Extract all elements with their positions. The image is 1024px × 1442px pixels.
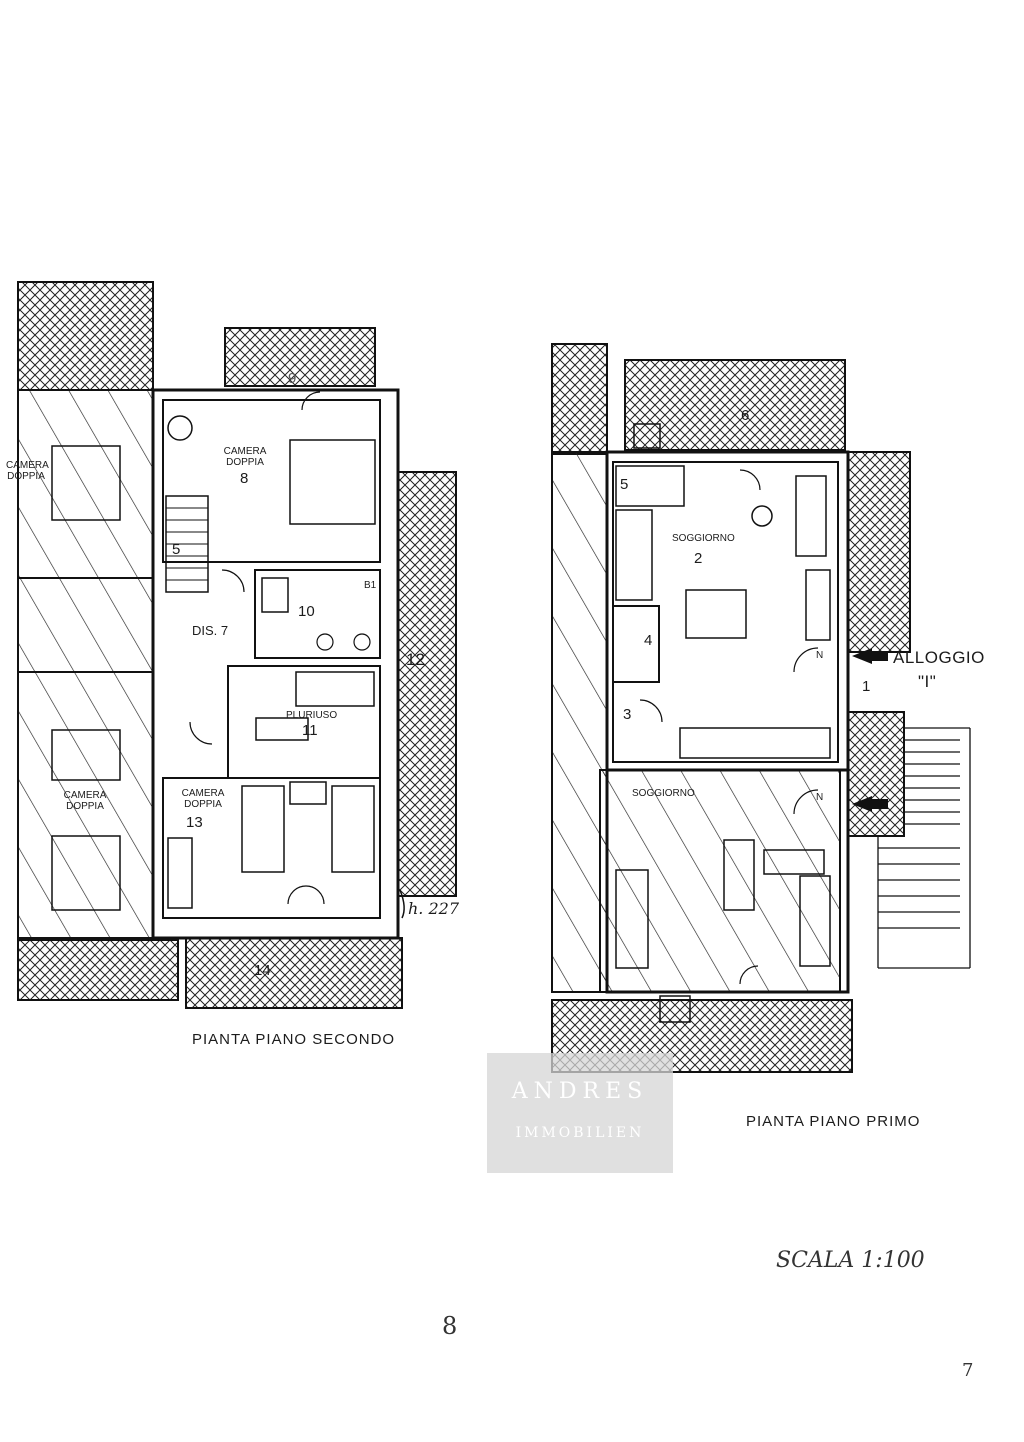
label-room-13: 13 <box>186 814 203 831</box>
label-camera-doppia-left: CAMERA DOPPIA <box>6 460 49 482</box>
bed-left-mid <box>51 729 121 781</box>
watermark-line-1: ANDRES <box>511 1079 649 1104</box>
label-camera-doppia-8: CAMERA DOPPIA <box>223 446 267 468</box>
label-dis-7: DIS. 7 <box>192 623 229 638</box>
bed-left-bottom <box>51 835 121 911</box>
watermark-line-2: IMMOBILIEN <box>515 1125 645 1141</box>
balcony-14 <box>185 937 403 1009</box>
scale-note: SCALA 1:100 <box>776 1248 925 1273</box>
balcony-9 <box>224 327 376 387</box>
caption-first-floor: PIANTA PIANO PRIMO <box>746 1113 921 1130</box>
balcony-top-left <box>17 281 154 391</box>
balcony-12 <box>397 471 457 897</box>
soggiorno-2 <box>612 461 839 763</box>
label-soggiorno-2: SOGGIORNO <box>672 533 735 544</box>
caption-second-floor: PIANTA PIANO SECONDO <box>192 1031 396 1048</box>
height-note: h. 227 <box>408 899 460 918</box>
neighbour-unit-left <box>17 389 154 939</box>
label-alloggio: ALLOGGIO <box>893 648 985 667</box>
label-room-3: 3 <box>623 706 632 723</box>
room-13 <box>162 777 381 919</box>
bed-room-8 <box>289 439 376 525</box>
label-camera-doppia-13: CAMERA DOPPIA <box>181 788 225 810</box>
balcony-6 <box>624 359 846 451</box>
second-floor-plan <box>17 281 457 1009</box>
label-room-2: 2 <box>694 550 703 567</box>
external-stair <box>877 727 971 969</box>
label-north-1: N <box>816 650 824 661</box>
bathroom-10 <box>254 569 381 659</box>
label-camera-doppia-lower-left: CAMERA DOPPIA <box>63 790 107 812</box>
page-number-right: 7 <box>962 1360 974 1381</box>
balcony-right-strip <box>847 451 911 653</box>
label-soggiorno-lower: SOGGIORNO <box>632 788 695 799</box>
watermark-logo: ANDRES IMMOBILIEN <box>487 1053 673 1173</box>
lower-unit-hatch <box>599 769 841 993</box>
second-floor-outline <box>151 388 400 940</box>
label-room-9: 9 <box>288 370 297 387</box>
bed-left-top <box>51 445 121 521</box>
entrance-arrows <box>852 648 888 812</box>
label-room-8: 8 <box>240 470 249 487</box>
label-b1: B1 <box>364 580 377 591</box>
first-floor-outline <box>605 450 850 994</box>
label-north-2: N <box>816 792 824 803</box>
neighbour-unit-right <box>551 451 608 993</box>
room-8 <box>162 399 381 563</box>
label-pluriuso: PLURIUSO <box>286 710 338 721</box>
first-floor-plan <box>551 343 971 1073</box>
label-room-12: 12 <box>406 650 425 669</box>
balcony-right-strip-lower <box>847 711 905 837</box>
label-alloggio-id: "I" <box>918 672 937 691</box>
label-room-1: 1 <box>862 678 871 695</box>
label-room-14: 14 <box>254 962 271 979</box>
bathroom-4 <box>612 605 660 683</box>
balcony-bottom-left <box>17 939 179 1001</box>
label-room-6: 6 <box>741 407 750 424</box>
label-room-11: 11 <box>302 722 318 739</box>
label-room-5: 5 <box>172 541 181 558</box>
page-number-left: 8 <box>442 1312 458 1340</box>
label-room-4: 4 <box>644 632 653 649</box>
balcony-left-strip <box>551 343 608 455</box>
label-room-10: 10 <box>298 603 315 620</box>
label-room-5-first: 5 <box>620 476 629 493</box>
